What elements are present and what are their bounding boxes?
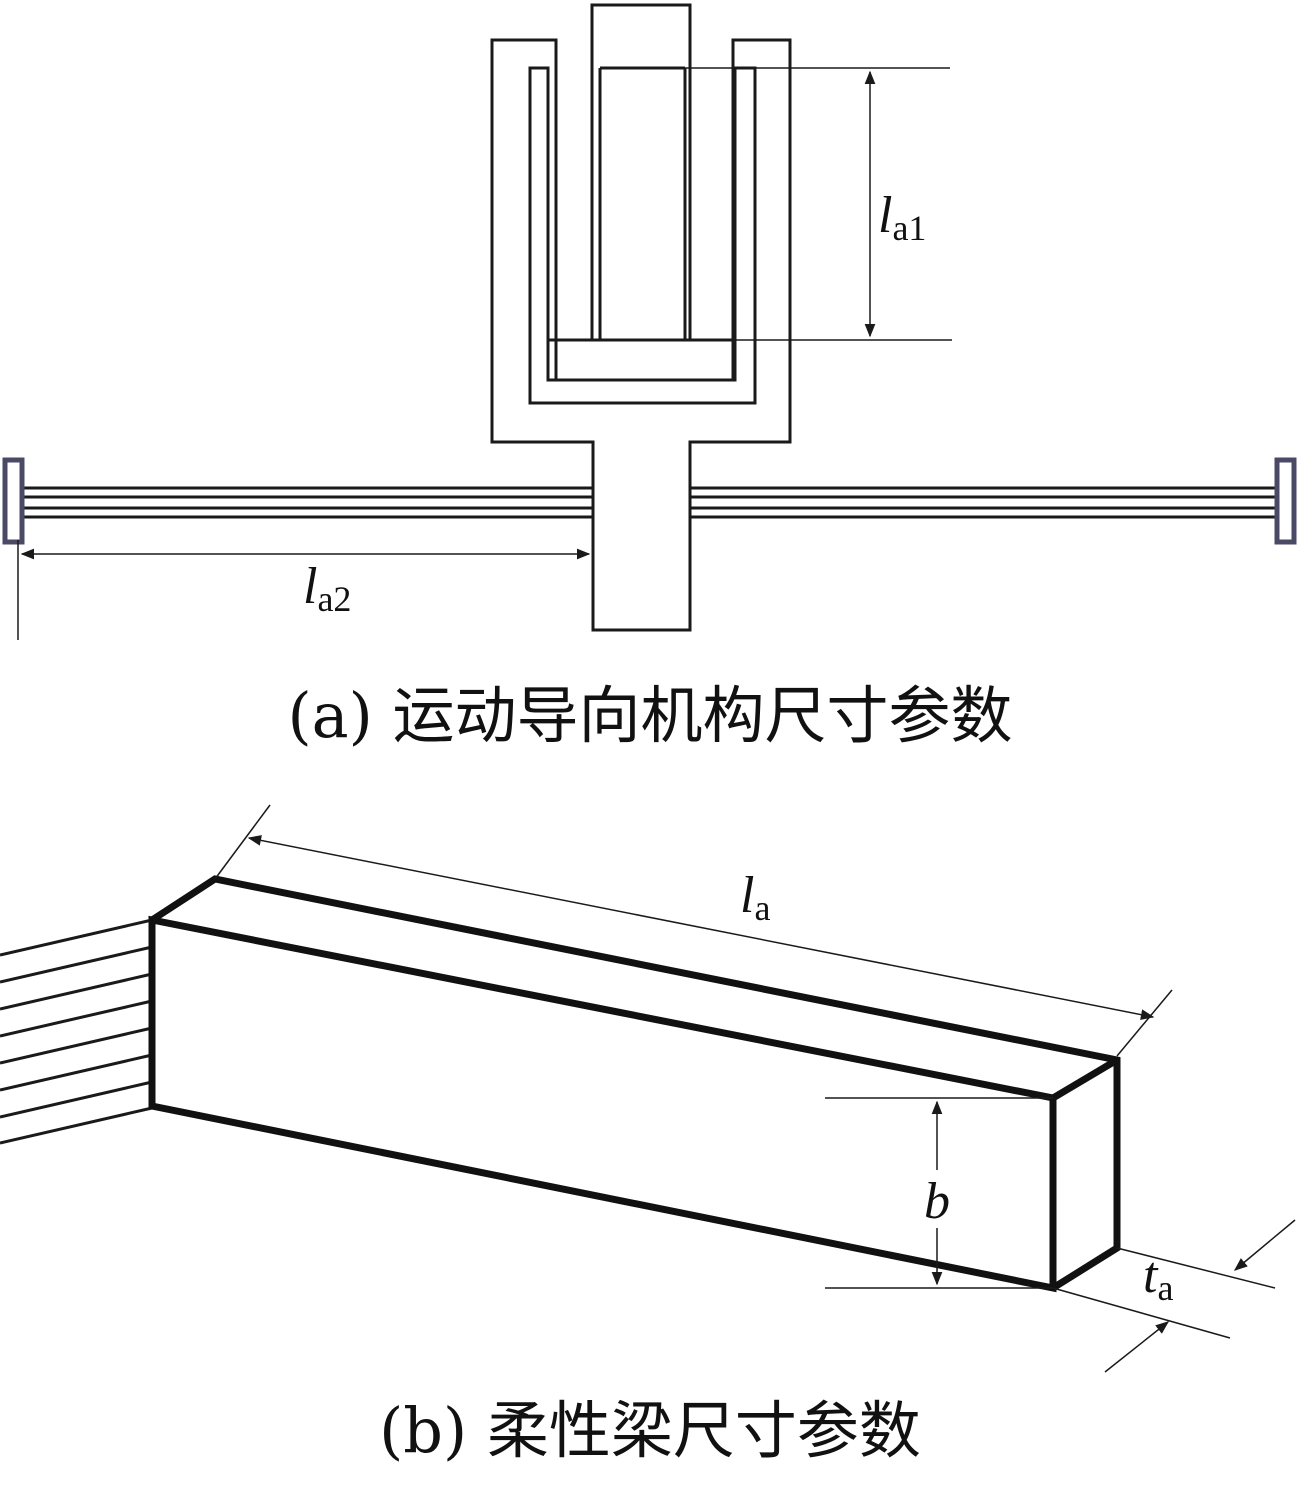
dimension-ta: ta bbox=[1052, 1219, 1296, 1373]
panel-a-guide-mechanism: la1 la2 (a) 运动导向机构尺寸参数 bbox=[2, 3, 1297, 752]
label-la1: la1 bbox=[878, 187, 926, 248]
dimension-la2: la2 bbox=[17, 540, 591, 640]
label-la: la bbox=[740, 867, 770, 928]
caption-a: (a) 运动导向机构尺寸参数 bbox=[287, 679, 1012, 752]
left-flexible-beams bbox=[2, 457, 593, 545]
beam-body bbox=[148, 875, 1121, 1293]
outer-frame bbox=[490, 38, 792, 632]
inner-u-frame bbox=[528, 66, 757, 405]
dimension-la1: la1 bbox=[685, 67, 952, 341]
dimension-b: b bbox=[825, 1097, 1053, 1289]
fixed-wall-hatching bbox=[0, 918, 153, 1145]
label-la2: la2 bbox=[303, 558, 351, 619]
center-slider bbox=[590, 3, 692, 342]
label-ta: ta bbox=[1143, 1247, 1173, 1308]
label-b: b bbox=[924, 1173, 950, 1230]
panel-b-flexible-beam: la b ta (b) 柔性梁尺寸参数 bbox=[0, 804, 1296, 1467]
caption-b: (b) 柔性梁尺寸参数 bbox=[379, 1394, 921, 1467]
dimension-la: la bbox=[214, 804, 1173, 1057]
right-fixed-end bbox=[1274, 457, 1297, 545]
right-flexible-beams bbox=[690, 457, 1297, 545]
left-fixed-end bbox=[2, 457, 25, 545]
